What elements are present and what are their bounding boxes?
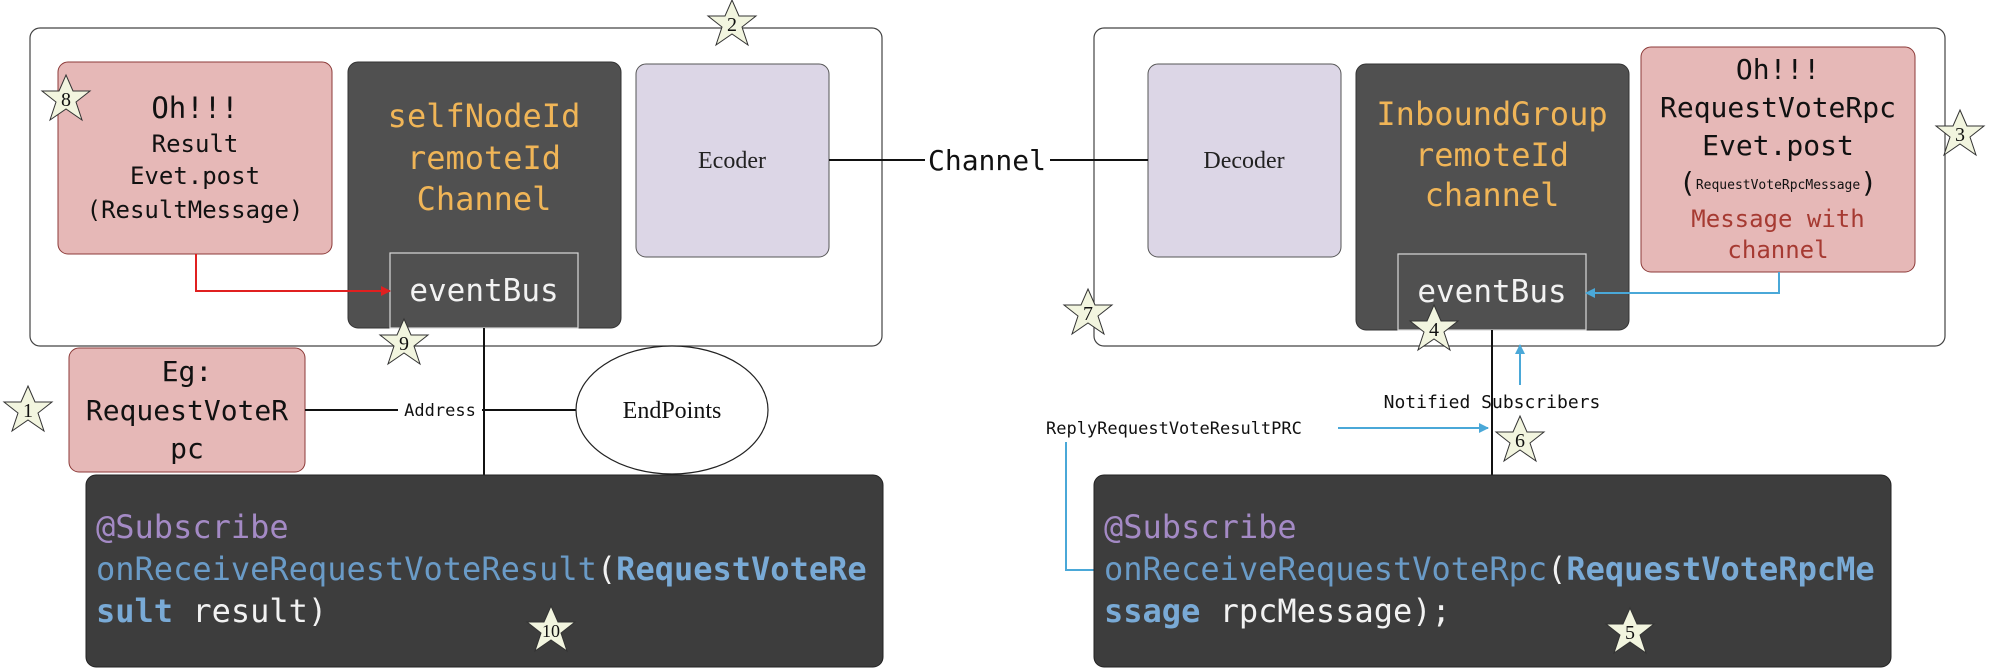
left-remote-id-text: remoteId bbox=[407, 139, 561, 177]
left-evet-post-text: Evet.post bbox=[130, 162, 260, 190]
star-icon-10: 10 bbox=[525, 604, 577, 653]
right-channel-text: channel bbox=[1425, 176, 1560, 214]
left-result-text: Result bbox=[152, 130, 239, 158]
svg-text:4: 4 bbox=[1429, 319, 1439, 341]
star-icon-5: 5 bbox=[1604, 606, 1656, 655]
right-code-block: @Subscribe onReceiveRequestVoteRpc(Reque… bbox=[1093, 474, 1892, 668]
right-eventbus-text: eventBus bbox=[1417, 274, 1566, 310]
star-icon-8: 8 bbox=[40, 73, 92, 122]
left-channel-text: Channel bbox=[417, 180, 552, 218]
encoder-box: Ecoder bbox=[635, 63, 830, 258]
right-method-signature: onReceiveRequestVoteRpc(RequestVoteRpcMe bbox=[1104, 550, 1875, 588]
left-subscribe-annotation: @Subscribe bbox=[96, 508, 289, 546]
eg-label: Eg: bbox=[162, 355, 213, 388]
star-icon-3: 3 bbox=[1934, 108, 1986, 157]
right-remote-id-text: remoteId bbox=[1415, 136, 1569, 174]
right-method-signature-cont: ssage rpcMessage); bbox=[1104, 592, 1451, 630]
message-with-text: Message with bbox=[1691, 205, 1864, 233]
right-oh-text: Oh!!! bbox=[1736, 53, 1820, 86]
star-icon-4: 4 bbox=[1408, 303, 1460, 352]
eg-request-vote-text: RequestVoteR bbox=[86, 394, 288, 427]
svg-text:6: 6 bbox=[1515, 430, 1525, 452]
right-rpc-event-box: Oh!!! RequestVoteRpc Evet.post (RequestV… bbox=[1640, 46, 1916, 273]
svg-text:5: 5 bbox=[1625, 622, 1635, 644]
left-eventbus-box bbox=[389, 252, 579, 329]
svg-text:3: 3 bbox=[1955, 124, 1965, 146]
star-icon-1: 1 bbox=[2, 384, 54, 433]
right-request-vote-rpc-text: RequestVoteRpc bbox=[1660, 91, 1896, 124]
channel-note-text: channel bbox=[1727, 236, 1828, 264]
channel-label: Channel bbox=[928, 144, 1046, 177]
right-subscribe-annotation: @Subscribe bbox=[1104, 508, 1297, 546]
right-rpc-message-text: (RequestVoteRpcMessage) bbox=[1679, 166, 1877, 199]
self-node-id-text: selfNodeId bbox=[388, 97, 581, 135]
svg-text:2: 2 bbox=[727, 14, 737, 36]
left-oh-text: Oh!!! bbox=[151, 91, 238, 125]
star-markers: 1 2 3 4 5 6 7 8 bbox=[2, 0, 1986, 655]
svg-text:10: 10 bbox=[542, 621, 560, 641]
encoder-label: Ecoder bbox=[698, 148, 766, 174]
svg-text:8: 8 bbox=[61, 89, 71, 111]
left-method-signature-cont: sult result) bbox=[96, 592, 327, 630]
inbound-group-text: InboundGroup bbox=[1376, 95, 1607, 133]
reply-request-vote-label: ReplyRequestVoteResultPRC bbox=[1046, 419, 1302, 439]
left-code-block: @Subscribe onReceiveRequestVoteResult(Re… bbox=[85, 474, 884, 668]
left-result-event-box: Oh!!! Result Evet.post (ResultMessage) bbox=[57, 61, 333, 255]
left-method-signature: onReceiveRequestVoteResult(RequestVoteRe bbox=[96, 550, 867, 588]
left-eventbus-text: eventBus bbox=[409, 273, 558, 309]
decoder-label: Decoder bbox=[1203, 148, 1284, 174]
star-icon-9: 9 bbox=[378, 317, 430, 366]
right-evet-post-text: Evet.post bbox=[1702, 129, 1854, 162]
star-icon-2: 2 bbox=[706, 0, 758, 47]
notified-subscribers-label: Notified Subscribers bbox=[1384, 392, 1601, 413]
endpoints-label: EndPoints bbox=[623, 398, 722, 424]
result-to-eventbus-arrow bbox=[195, 254, 391, 296]
reply-loop-line bbox=[1065, 442, 1096, 571]
svg-text:9: 9 bbox=[399, 333, 409, 355]
left-result-message-text: (ResultMessage) bbox=[87, 196, 304, 224]
rpc-to-eventbus-arrow bbox=[1585, 272, 1780, 298]
star-icon-7: 7 bbox=[1062, 287, 1114, 336]
right-node-box: InboundGroup remoteId channel eventBus bbox=[1355, 63, 1630, 331]
eg-pc-text: pc bbox=[170, 432, 204, 465]
example-rpc-box: Eg: RequestVoteR pc bbox=[68, 347, 306, 473]
address-label: Address bbox=[404, 401, 476, 421]
endpoints-ellipse: EndPoints bbox=[575, 345, 769, 475]
svg-text:1: 1 bbox=[23, 400, 33, 422]
svg-text:7: 7 bbox=[1083, 303, 1093, 325]
decoder-box: Decoder bbox=[1147, 63, 1342, 258]
star-icon-6: 6 bbox=[1494, 414, 1546, 463]
left-node-box: selfNodeId remoteId Channel eventBus bbox=[347, 61, 622, 329]
